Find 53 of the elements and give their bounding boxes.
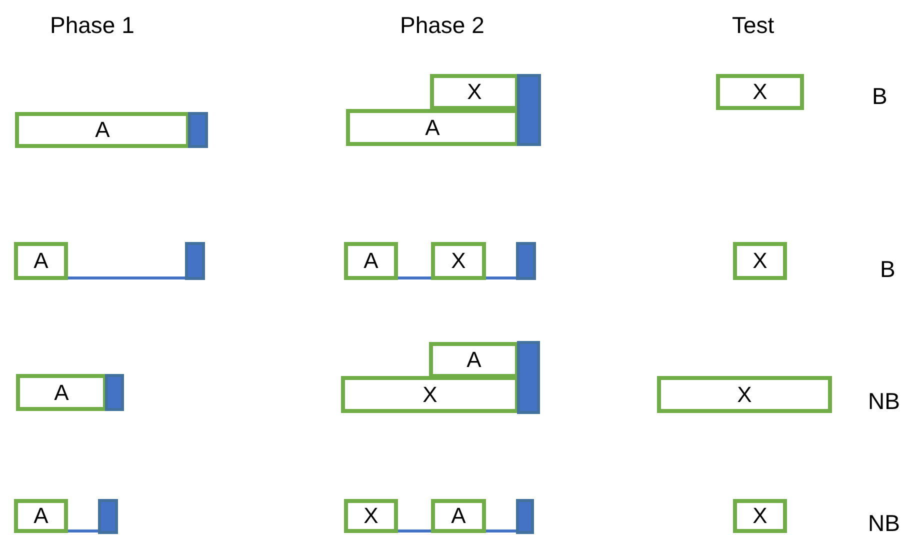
connector-line (486, 530, 516, 532)
stimulus-label: X (752, 250, 768, 272)
stimulus-box (657, 376, 832, 413)
bar-marker (516, 242, 536, 280)
stimulus-box (429, 342, 519, 378)
stimulus-box (431, 242, 486, 280)
outcome-label: B (872, 83, 888, 110)
connector-line (486, 276, 516, 280)
bar-marker (517, 74, 541, 146)
stimulus-label: X (467, 81, 482, 103)
connector-line (398, 530, 431, 532)
column-heading: Phase 1 (50, 12, 134, 39)
stimulus-box (733, 499, 787, 533)
outcome-label: NB (868, 388, 900, 415)
connector-line (68, 276, 185, 280)
stimulus-box (733, 242, 787, 280)
stimulus-label: A (54, 382, 69, 404)
stimulus-label: A (95, 119, 110, 141)
stimulus-label: X (422, 384, 438, 406)
stimulus-label: A (34, 505, 48, 527)
column-heading: Phase 2 (400, 12, 484, 39)
bar-marker (516, 499, 534, 534)
stimulus-box (346, 109, 519, 146)
stimulus-label: X (451, 250, 466, 272)
stimulus-label: X (752, 81, 768, 103)
connector-line (68, 530, 98, 532)
stimulus-label: X (752, 505, 768, 527)
bar-marker (185, 242, 205, 280)
bar-marker (517, 341, 540, 414)
stimulus-label: X (364, 505, 378, 527)
stimulus-label: A (34, 250, 48, 272)
stimulus-box (16, 374, 107, 411)
bar-marker (98, 499, 118, 534)
outcome-label: B (880, 256, 896, 283)
stimulus-label: X (737, 384, 752, 406)
bar-marker (188, 112, 208, 148)
stimulus-box (341, 376, 519, 413)
bar-marker (105, 374, 124, 411)
stimulus-label: A (466, 349, 482, 371)
stimulus-label: A (451, 505, 466, 527)
stimulus-box (431, 499, 486, 533)
stimulus-box (344, 499, 398, 533)
stimulus-label: A (425, 116, 440, 138)
stimulus-box (430, 74, 519, 110)
outcome-label: NB (868, 510, 900, 535)
stimulus-box (716, 74, 804, 110)
stimulus-label: A (364, 250, 378, 272)
column-heading: Test (732, 12, 774, 39)
connector-line (398, 276, 431, 280)
stimulus-box (14, 499, 68, 533)
stimulus-box (14, 242, 68, 280)
stimulus-box (344, 242, 398, 280)
stimulus-box (15, 112, 190, 148)
